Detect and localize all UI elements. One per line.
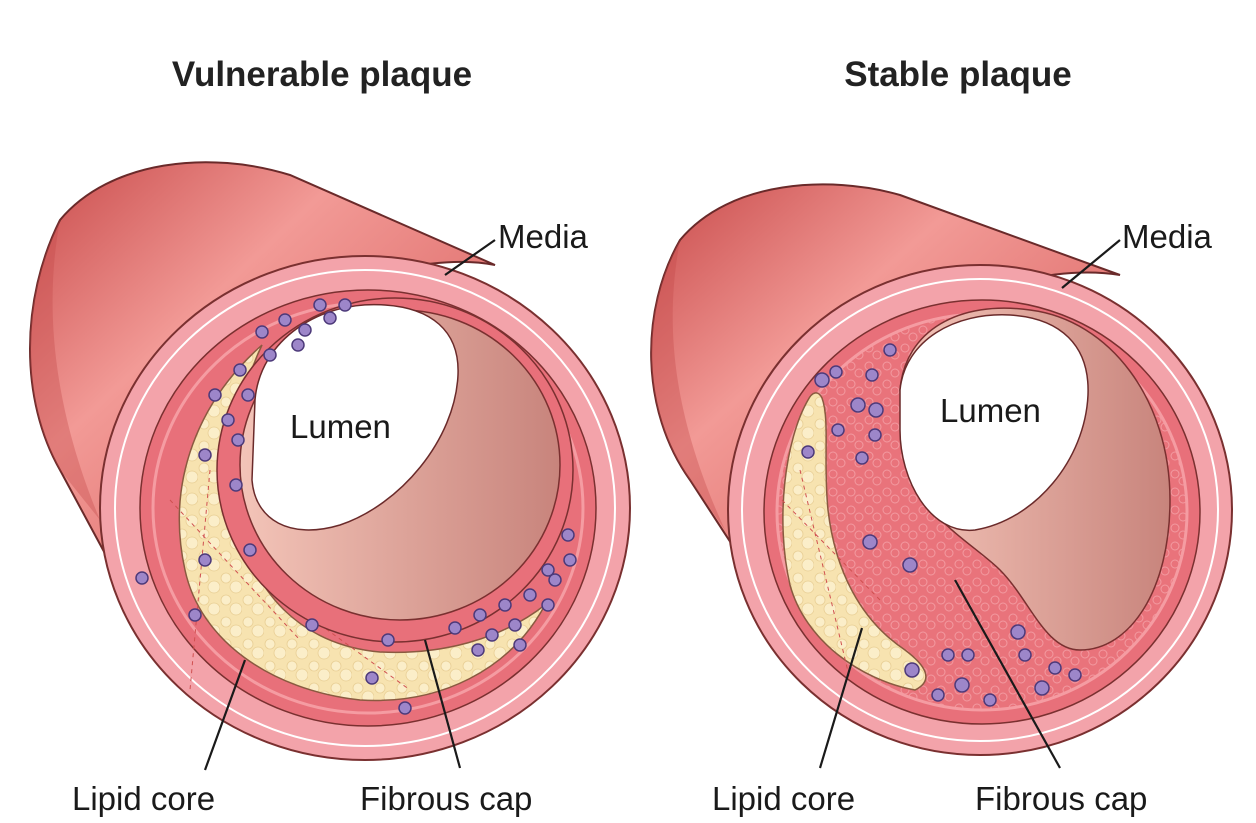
fibrous-cap-label: Fibrous cap: [360, 780, 532, 817]
lipid-core-label: Lipid core: [712, 780, 855, 817]
lumen-label: Lumen: [940, 392, 1041, 429]
lipid-core-label: Lipid core: [72, 780, 215, 817]
media-label: Media: [498, 218, 589, 255]
panel-title: Stable plaque: [844, 55, 1072, 94]
fibrous-cap-label: Fibrous cap: [975, 780, 1147, 817]
media-label: Media: [1122, 218, 1213, 255]
panel-title: Vulnerable plaque: [172, 55, 472, 94]
lumen-label: Lumen: [290, 408, 391, 445]
vulnerable-plaque-panel: Vulnerable plaque: [30, 55, 630, 817]
stable-plaque-panel: Stable plaque Media Lumen Lipid core Fib…: [651, 55, 1232, 817]
